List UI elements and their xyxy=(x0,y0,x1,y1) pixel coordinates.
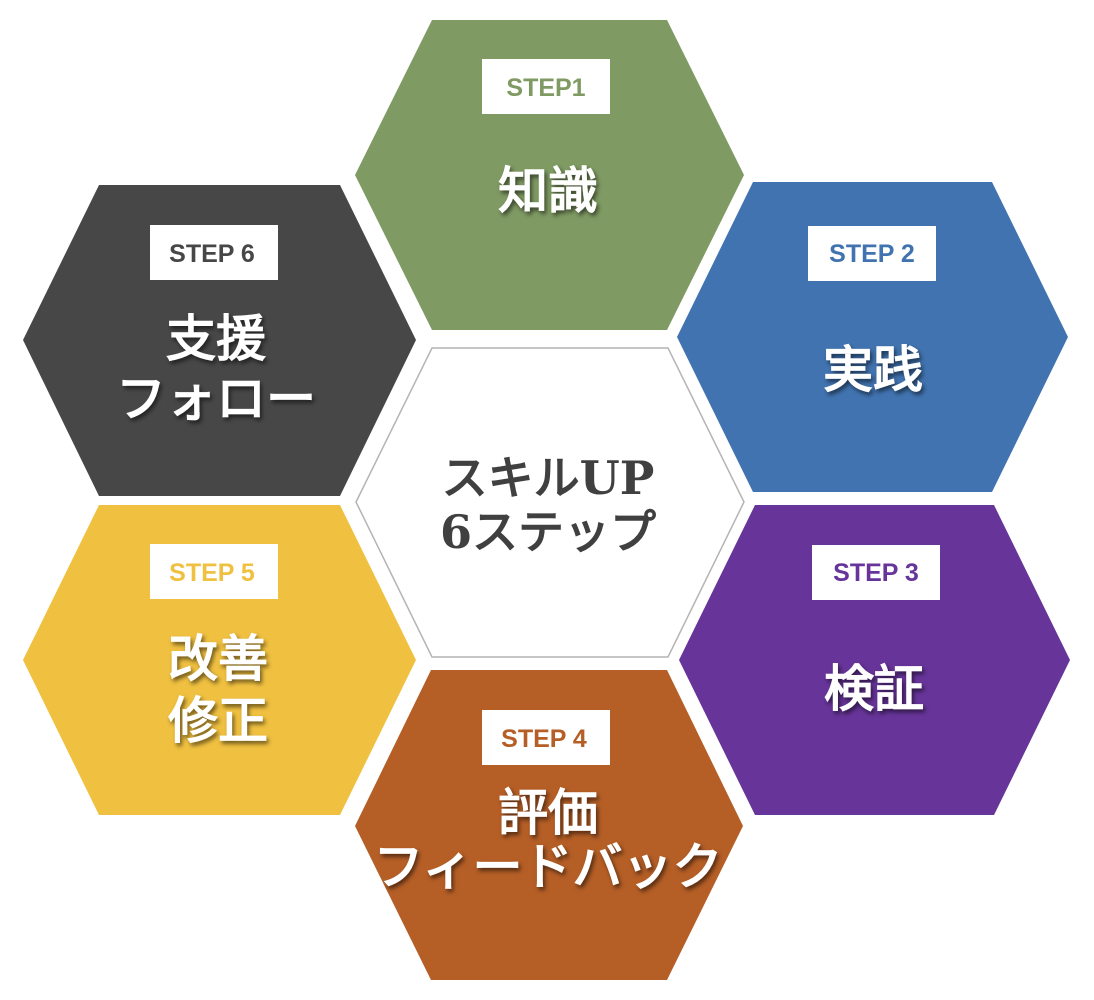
step-1-hexagon xyxy=(355,20,744,330)
step-3-title-line-1: 検証 xyxy=(824,659,924,718)
step-5-title-line-1: 改善 xyxy=(168,629,268,688)
step-3-hexagon xyxy=(679,505,1070,815)
step-6-hexagon xyxy=(23,185,416,496)
step-5-title-line-2: 修正 xyxy=(168,691,268,750)
step-1-hexagon-group: STEP1 知識 xyxy=(355,20,744,330)
step-6-hexagon-group: STEP 6 支援 フォロー xyxy=(23,185,416,496)
step-3-badge xyxy=(812,545,940,600)
step-5-hexagon xyxy=(23,505,416,815)
step-6-badge xyxy=(150,225,278,280)
step-2-title-line-1: 実践 xyxy=(823,340,923,399)
center-hexagon-group: スキルUP 6ステップ xyxy=(355,347,745,658)
step-6-badge-label: STEP 6 xyxy=(169,240,255,268)
step-5-badge xyxy=(150,544,278,599)
step-3-hexagon-group: STEP 3 検証 xyxy=(679,505,1070,815)
step-2-hexagon-group: STEP 2 実践 xyxy=(677,182,1068,492)
step-4-badge xyxy=(482,710,610,765)
step-3-badge-label: STEP 3 xyxy=(833,559,919,587)
step-6-title-line-2: フォロー xyxy=(116,369,316,428)
step-2-badge-label: STEP 2 xyxy=(829,240,915,268)
step-4-hexagon xyxy=(355,670,743,980)
step-2-badge xyxy=(808,226,936,281)
center-hexagon xyxy=(355,347,745,658)
step-1-title-line-1: 知識 xyxy=(498,161,598,220)
step-4-title-line-2: フィードバック xyxy=(374,837,723,896)
center-title-line-1: スキルUP xyxy=(442,451,655,505)
step-5-badge-label: STEP 5 xyxy=(169,559,255,587)
step-5-hexagon-group: STEP 5 改善 修正 xyxy=(23,505,416,815)
step-4-hexagon-group: STEP 4 評価 フィードバック xyxy=(355,670,743,980)
step-1-badge-label: STEP1 xyxy=(506,74,585,102)
center-title-line-2: 6ステップ xyxy=(440,505,656,559)
step-1-badge xyxy=(482,59,610,114)
step-2-hexagon xyxy=(677,182,1068,492)
step-6-title-line-1: 支援 xyxy=(166,309,267,368)
step-4-badge-label: STEP 4 xyxy=(501,725,587,753)
step-4-title-line-1: 評価 xyxy=(498,783,598,842)
